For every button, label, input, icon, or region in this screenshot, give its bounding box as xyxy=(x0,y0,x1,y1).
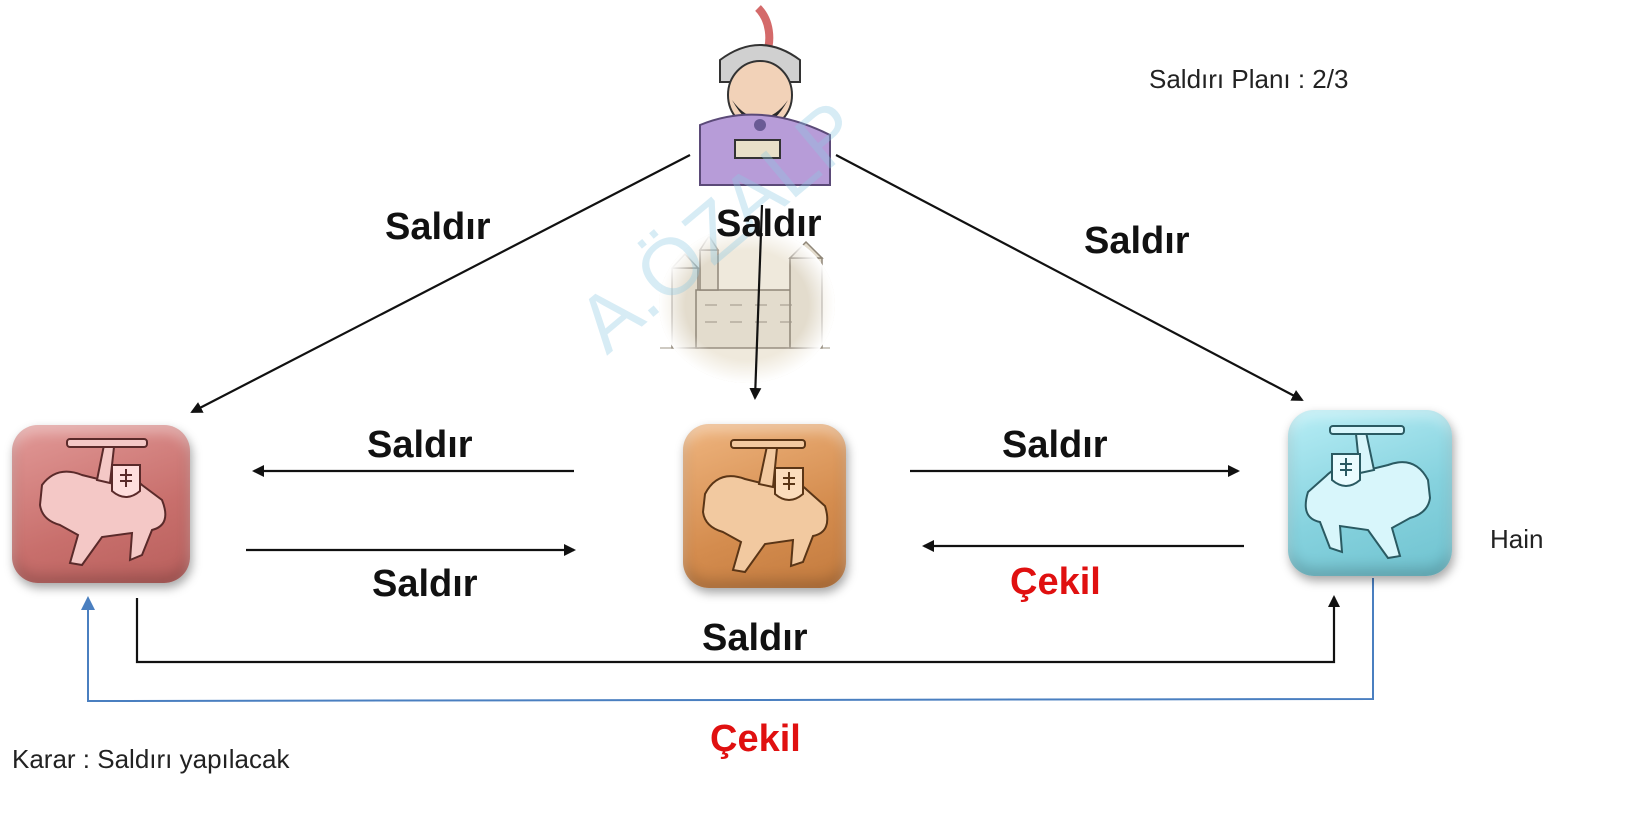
knight-rider-icon xyxy=(1304,425,1432,560)
label-left-to-mid: Saldır xyxy=(372,563,478,605)
label-mid-to-left: Saldır xyxy=(367,424,473,466)
label-cmd-to-mid: Saldır xyxy=(716,203,822,245)
decision-text: Karar : Saldırı yapılacak xyxy=(12,744,290,774)
label-left-to-right: Saldır xyxy=(702,617,808,659)
arrow-cmd-to-right xyxy=(835,154,1304,401)
label-right-to-mid: Çekil xyxy=(1010,561,1101,603)
traitor-label: Hain xyxy=(1490,524,1544,554)
knight-rider-icon xyxy=(38,438,167,567)
arrow-cmd-to-left xyxy=(190,154,691,413)
arrow-left-to-right xyxy=(135,595,1340,664)
label-cmd-to-left: Saldır xyxy=(385,206,491,248)
label-right-to-left: Çekil xyxy=(710,718,801,760)
arrow-cmd-to-mid xyxy=(749,204,764,400)
general-right-tile xyxy=(1288,410,1452,576)
general-middle-tile xyxy=(683,424,846,588)
attack-plan-text: Saldırı Planı : 2/3 xyxy=(1149,64,1349,94)
label-mid-to-right: Saldır xyxy=(1002,424,1108,466)
castle-illustration xyxy=(659,227,835,383)
arrow-right-to-left xyxy=(81,578,1374,703)
commander-illustration xyxy=(699,5,831,186)
general-left-tile xyxy=(12,425,190,583)
label-cmd-to-right: Saldır xyxy=(1084,220,1190,262)
knight-rider-icon xyxy=(701,439,829,574)
